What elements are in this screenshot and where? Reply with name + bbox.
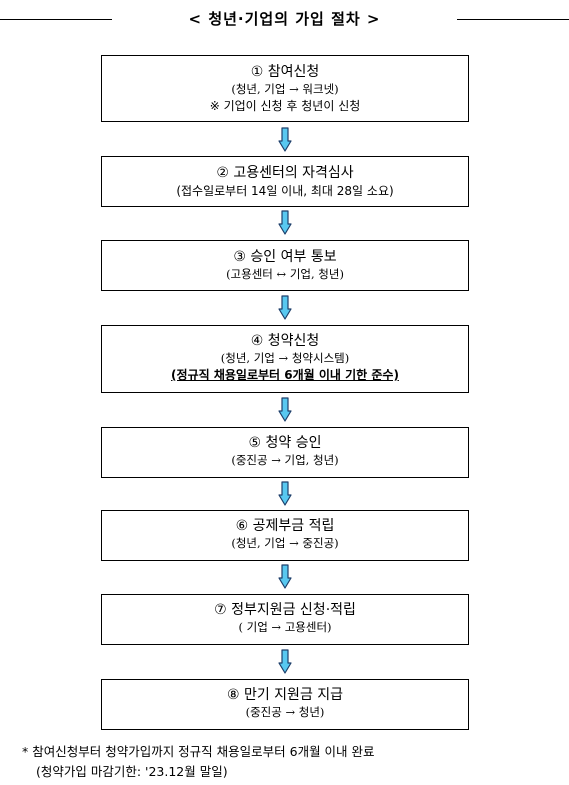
step-7-box: ⑦ 정부지원금 신청·적립 ( 기업 → 고용센터) xyxy=(101,594,469,645)
down-arrow-icon xyxy=(278,649,292,674)
step-2-title: ② 고용센터의 자격심사 xyxy=(216,165,354,181)
step-3-detail: (고용센터 ↔ 기업, 청년) xyxy=(226,267,344,281)
step-4-deadline-note: (정규직 채용일로부터 6개월 이내 기한 준수) xyxy=(171,368,399,382)
step-7-title: ⑦ 정부지원금 신청·적립 xyxy=(214,602,356,618)
page-title: < 청년·기업의 가입 절차 > xyxy=(188,10,381,28)
step-8-title: ⑧ 만기 지원금 지급 xyxy=(226,687,344,703)
footnote-line-1: * 참여신청부터 청약가입까지 정규직 채용일로부터 6개월 이내 완료 xyxy=(22,744,375,759)
step-1-note: ※ 기업이 신청 후 청년이 신청 xyxy=(209,99,361,113)
step-6-box: ⑥ 공제부금 적립 (청년, 기업 → 중진공) xyxy=(101,510,469,561)
step-4-detail: (청년, 기업 → 청약시스템) xyxy=(220,351,350,365)
down-arrow-icon xyxy=(278,210,292,235)
step-1-detail: (청년, 기업 → 워크넷) xyxy=(231,82,339,96)
down-arrow-icon xyxy=(278,127,292,152)
title-row: < 청년·기업의 가입 절차 > xyxy=(0,6,569,32)
down-arrow-icon xyxy=(278,481,292,506)
step-7-detail: ( 기업 → 고용센터) xyxy=(238,620,332,634)
step-2-detail: (접수일로부터 14일 이내, 최대 28일 소요) xyxy=(176,184,394,198)
footnote-line-2: (청약가입 마감기한: '23.12월 말일) xyxy=(36,764,228,779)
step-8-detail: (중진공 → 청년) xyxy=(245,705,325,719)
step-5-box: ⑤ 청약 승인 (중진공 → 기업, 청년) xyxy=(101,427,469,478)
step-5-title: ⑤ 청약 승인 xyxy=(248,435,322,451)
down-arrow-icon xyxy=(278,397,292,422)
step-2-box: ② 고용센터의 자격심사 (접수일로부터 14일 이내, 최대 28일 소요) xyxy=(101,156,469,207)
step-4-box: ④ 청약신청 (청년, 기업 → 청약시스템) (정규직 채용일로부터 6개월 … xyxy=(101,325,469,393)
step-6-detail: (청년, 기업 → 중진공) xyxy=(231,536,339,550)
step-1-box: ① 참여신청 (청년, 기업 → 워크넷) ※ 기업이 신청 후 청년이 신청 xyxy=(101,55,469,122)
step-3-box: ③ 승인 여부 통보 (고용센터 ↔ 기업, 청년) xyxy=(101,240,469,291)
step-1-title: ① 참여신청 xyxy=(250,64,320,80)
step-5-detail: (중진공 → 기업, 청년) xyxy=(231,453,339,467)
step-8-box: ⑧ 만기 지원금 지급 (중진공 → 청년) xyxy=(101,679,469,730)
title-rule-left xyxy=(0,19,112,20)
step-6-title: ⑥ 공제부금 적립 xyxy=(235,518,335,534)
step-4-title: ④ 청약신청 xyxy=(250,333,320,349)
step-3-title: ③ 승인 여부 통보 xyxy=(233,249,337,265)
title-rule-right xyxy=(457,19,569,20)
down-arrow-icon xyxy=(278,295,292,320)
down-arrow-icon xyxy=(278,564,292,589)
